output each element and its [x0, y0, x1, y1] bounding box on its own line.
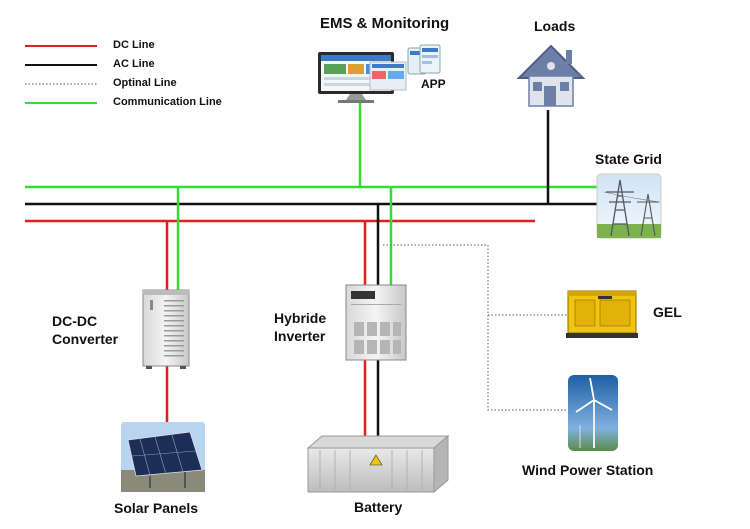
- legend-ac-label: AC Line: [113, 58, 155, 70]
- inverter-label-line1: Hybride: [274, 310, 327, 326]
- app-phones-icon: [407, 44, 441, 75]
- dcdc-converter-icon: [142, 289, 190, 369]
- app-label: APP: [421, 77, 446, 91]
- ems-label: EMS & Monitoring: [320, 15, 450, 32]
- solar-panels-icon: [121, 422, 205, 492]
- ems-monitor-icon: [318, 52, 407, 103]
- wind-turbine-icon: [568, 375, 618, 451]
- optional-link: [383, 244, 568, 411]
- generator-icon: [566, 290, 638, 338]
- battery-label: Battery: [354, 499, 403, 515]
- dcdc-label-line1: DC-DC: [52, 313, 98, 329]
- house-icon: [516, 44, 586, 107]
- solar-label: Solar Panels: [114, 500, 199, 516]
- wind-label: Wind Power Station: [522, 462, 654, 478]
- inverter-label-line2: Inverter: [274, 328, 326, 344]
- legend-optional-label: Optinal Line: [113, 77, 177, 89]
- dcdc-label-line2: Converter: [52, 331, 119, 347]
- legend-comm-label: Communication Line: [113, 96, 222, 108]
- legend: [25, 45, 97, 104]
- gel-label: GEL: [653, 304, 682, 320]
- state-grid-icon: [596, 173, 662, 239]
- battery-container-icon: [306, 434, 450, 494]
- state-grid-label: State Grid: [595, 151, 662, 167]
- legend-dc-label: DC Line: [113, 39, 155, 51]
- loads-label: Loads: [534, 18, 576, 34]
- hybrid-inverter-icon: [345, 284, 407, 361]
